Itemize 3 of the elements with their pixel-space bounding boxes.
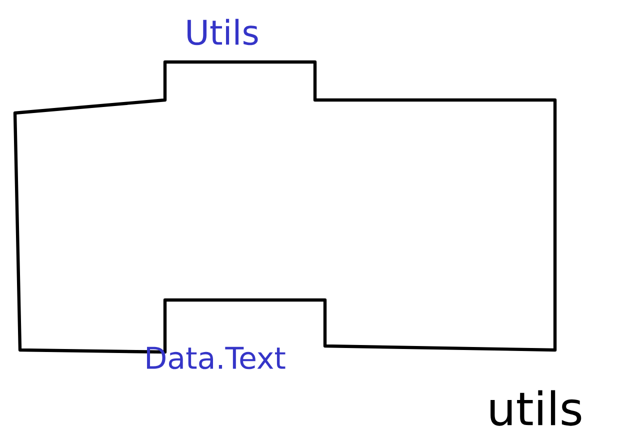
notch-label: Data.Text (147, 346, 286, 370)
tab-label: Utils (188, 18, 258, 46)
caption-text: utils (490, 390, 582, 426)
